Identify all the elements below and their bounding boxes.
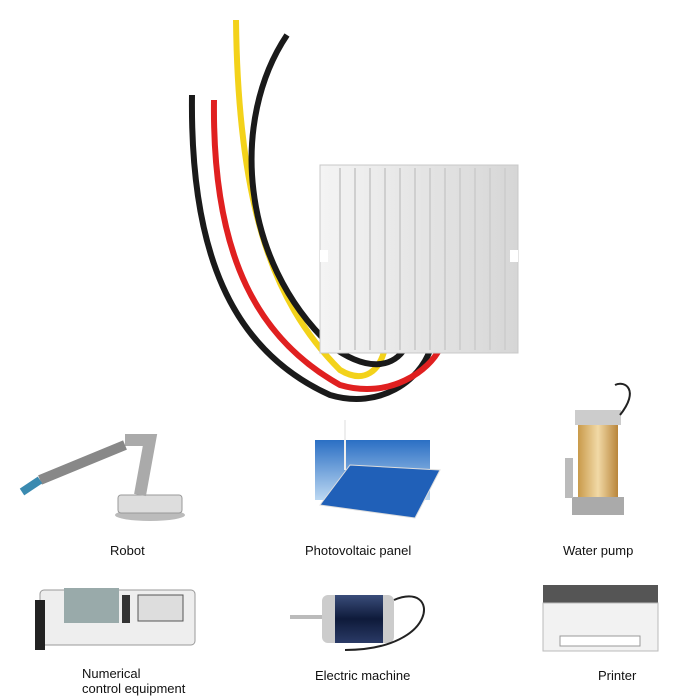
application-label-printer: Printer (598, 668, 637, 683)
converter-module (188, 19, 519, 402)
application-label-numerical: Numerical (82, 666, 141, 681)
solar-panel-icon (315, 420, 441, 519)
water-pump-icon (565, 382, 631, 515)
application-label-electric-machine: Electric machine (315, 668, 411, 683)
application-label-water-pump: Water pump (563, 543, 634, 558)
printer-icon (542, 585, 659, 652)
cnc-machine-icon (35, 588, 196, 650)
application-label-photovoltaic: Photovoltaic panel (305, 543, 412, 558)
application-label-robot: Robot (110, 543, 145, 558)
robot-arm-icon (19, 434, 185, 521)
electric-motor-icon (290, 595, 425, 651)
application-label-control-equipment: control equipment (82, 681, 186, 696)
